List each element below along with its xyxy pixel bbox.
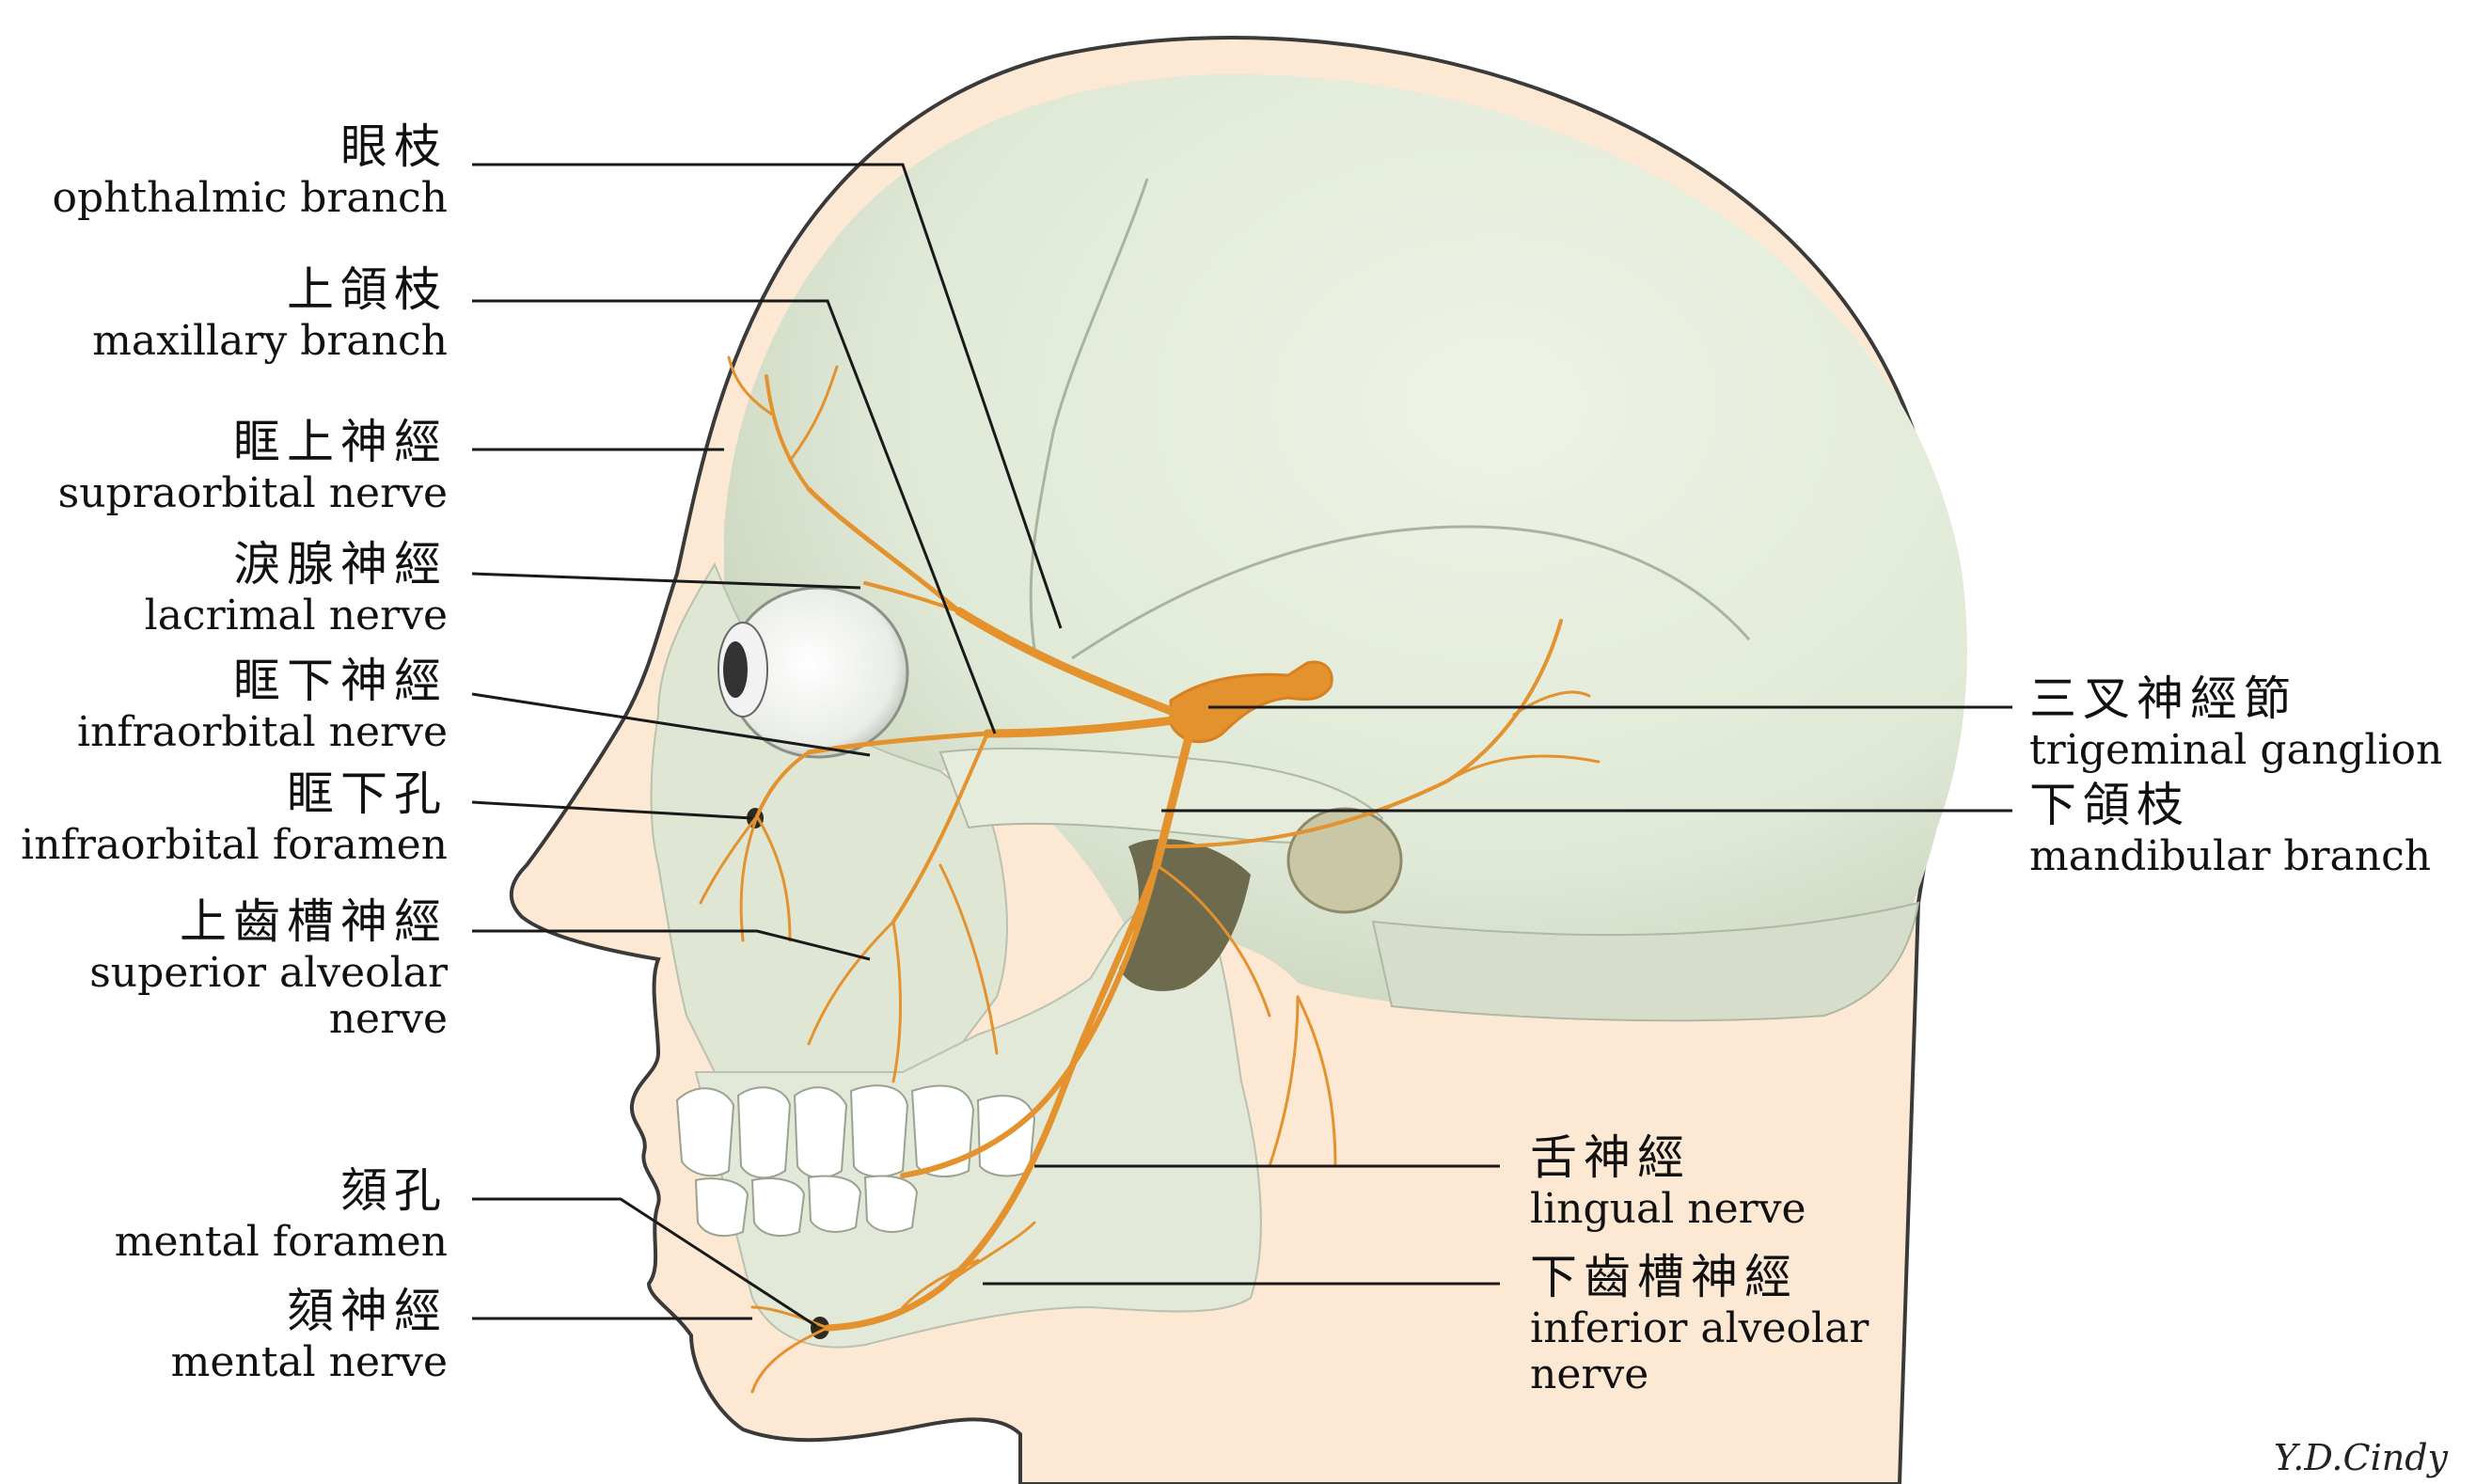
label-lacrimal-nerve: 淚腺神經 lacrimal nerve <box>145 538 448 639</box>
label-zh: 頦孔 <box>115 1164 448 1217</box>
label-en: maxillary branch <box>92 318 448 364</box>
label-infraorbital-foramen: 眶下孔 infraorbital foramen <box>21 767 448 868</box>
label-infraorbital-nerve: 眶下神經 infraorbital nerve <box>77 655 448 755</box>
label-zh: 下頜枝 <box>2029 779 2431 831</box>
label-lingual-nerve: 舌神經 lingual nerve <box>1530 1131 1806 1232</box>
label-zh: 眼枝 <box>53 120 449 173</box>
label-en: trigeminal ganglion <box>2029 727 2442 773</box>
label-en: infraorbital nerve <box>77 709 448 755</box>
label-mental-foramen: 頦孔 mental foramen <box>115 1164 448 1265</box>
label-en: superior alveolar nerve <box>89 950 448 1043</box>
label-en: lingual nerve <box>1530 1186 1806 1232</box>
label-zh: 上頜枝 <box>92 263 448 316</box>
label-zh: 舌神經 <box>1530 1131 1806 1184</box>
label-zh: 眶下神經 <box>77 655 448 707</box>
label-trigeminal-ganglion: 三叉神經節 trigeminal ganglion <box>2029 672 2442 773</box>
label-maxillary-branch: 上頜枝 maxillary branch <box>92 263 448 364</box>
label-inferior-alveolar-nerve: 下齒槽神經 inferior alveolar nerve <box>1530 1251 1869 1398</box>
label-zh: 上齒槽神經 <box>89 895 448 948</box>
artist-signature: Y.D.Cindy <box>2274 1437 2448 1478</box>
label-en: infraorbital foramen <box>21 822 448 868</box>
label-zh: 下齒槽神經 <box>1530 1251 1869 1303</box>
label-zh: 眶下孔 <box>21 767 448 820</box>
label-supraorbital-nerve: 眶上神經 supraorbital nerve <box>58 416 448 516</box>
label-zh: 頦神經 <box>171 1285 448 1337</box>
label-en: inferior alveolar nerve <box>1530 1305 1869 1398</box>
label-zh: 三叉神經節 <box>2029 672 2442 725</box>
label-en: mental nerve <box>171 1339 448 1385</box>
label-zh: 淚腺神經 <box>145 538 448 591</box>
label-en: lacrimal nerve <box>145 592 448 639</box>
label-zh: 眶上神經 <box>58 416 448 468</box>
label-superior-alveolar-nerve: 上齒槽神經 superior alveolar nerve <box>89 895 448 1043</box>
label-ophthalmic-branch: 眼枝 ophthalmic branch <box>53 120 449 221</box>
label-mandibular-branch: 下頜枝 mandibular branch <box>2029 779 2431 879</box>
label-en: mental foramen <box>115 1219 448 1265</box>
label-mental-nerve: 頦神經 mental nerve <box>171 1285 448 1385</box>
external-acoustic-meatus <box>1288 809 1401 912</box>
label-en: supraorbital nerve <box>58 470 448 516</box>
label-en: ophthalmic branch <box>53 175 449 221</box>
label-en: mandibular branch <box>2029 833 2431 879</box>
